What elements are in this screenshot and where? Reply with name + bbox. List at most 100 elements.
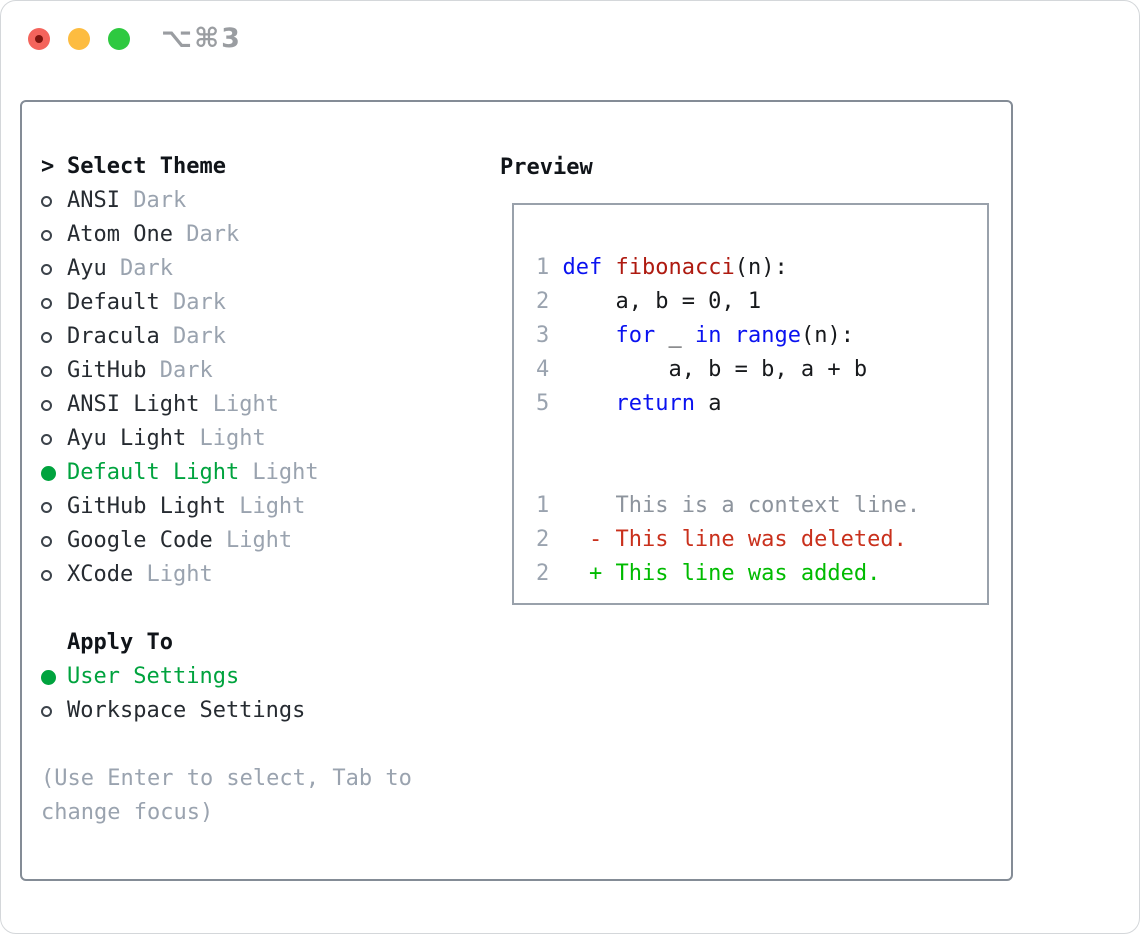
preview-line: [536, 455, 987, 489]
title-bar: ⌥⌘3: [1, 1, 1139, 77]
theme-item-default-light[interactable]: Default Light Light: [41, 456, 471, 490]
code-token: range: [734, 323, 801, 348]
theme-item-ayu[interactable]: Ayu Dark: [41, 252, 471, 286]
item-label: ANSI: [67, 188, 120, 213]
spacer: [41, 592, 471, 626]
theme-item-xcode[interactable]: XCode Light: [41, 558, 471, 592]
code-token: (n):: [800, 323, 854, 348]
line-number: 1: [536, 493, 550, 518]
item-label: Dracula: [67, 324, 160, 349]
theme-item-dracula[interactable]: Dracula Dark: [41, 320, 471, 354]
apply-option-workspace-settings[interactable]: Workspace Settings: [41, 694, 471, 728]
preview-line: 5 return a: [536, 387, 987, 421]
focus-chevron-icon: >: [41, 154, 55, 179]
item-variant-label: Light: [212, 528, 293, 553]
item-variant-label: Light: [239, 460, 319, 485]
theme-item-github-light[interactable]: GitHub Light Light: [41, 490, 471, 524]
item-label: Ayu Light: [67, 426, 187, 451]
item-variant-label: Light: [199, 392, 279, 417]
zoom-button[interactable]: [108, 28, 130, 50]
help-text-line-1: (Use Enter to select, Tab to: [41, 766, 412, 791]
code-token: return: [615, 391, 695, 416]
line-number: 2: [536, 289, 550, 314]
theme-item-github[interactable]: GitHub Dark: [41, 354, 471, 388]
code-token: + This line was added.: [562, 561, 881, 586]
item-label: Default Light: [67, 460, 240, 485]
code-token: [721, 323, 734, 348]
code-token: a: [694, 391, 722, 416]
code-token: This is a context line.: [562, 493, 921, 518]
radio-selected-icon: [41, 465, 67, 481]
radio-icon: [41, 195, 67, 207]
apply-to-heading-label: Apply To: [67, 630, 173, 655]
item-label: User Settings: [67, 664, 240, 689]
radio-icon: [41, 501, 67, 513]
line-number: 2: [536, 561, 550, 586]
radio-icon: [41, 331, 67, 343]
code-token: [562, 391, 615, 416]
radio-icon: [41, 297, 67, 309]
line-number: 1: [536, 255, 550, 280]
item-variant-label: Dark: [119, 188, 187, 213]
code-token: for: [615, 323, 656, 348]
item-label: Ayu: [67, 256, 107, 281]
apply-option-user-settings[interactable]: User Settings: [41, 660, 471, 694]
window-title: ⌥⌘3: [161, 23, 242, 54]
code-token: fibonacci: [615, 255, 735, 280]
item-label: Google Code: [67, 528, 213, 553]
theme-item-atom-one[interactable]: Atom One Dark: [41, 218, 471, 252]
preview-line: 1 def fibonacci(n):: [536, 251, 987, 285]
item-label: ANSI Light: [67, 392, 200, 417]
code-token: def: [562, 255, 603, 280]
minimize-button[interactable]: [68, 28, 90, 50]
help-text-line-2: change focus): [41, 800, 214, 825]
radio-icon: [41, 229, 67, 241]
line-number: 2: [536, 527, 550, 552]
item-variant-label: Dark: [172, 222, 240, 247]
radio-icon: [41, 433, 67, 445]
code-token: a, b = 0, 1: [562, 289, 762, 314]
select-theme-heading-label: Select Theme: [67, 154, 226, 179]
code-token: (n):: [734, 255, 788, 280]
preview-line: 1 This is a context line.: [536, 489, 987, 523]
code-token: a, b = b, a + b: [562, 357, 868, 382]
item-label: GitHub Light: [67, 494, 226, 519]
item-label: Workspace Settings: [67, 698, 306, 723]
theme-item-google-code[interactable]: Google Code Light: [41, 524, 471, 558]
theme-item-ansi[interactable]: ANSI Dark: [41, 184, 471, 218]
item-variant-label: Dark: [146, 358, 213, 383]
theme-item-ayu-light[interactable]: Ayu Light Light: [41, 422, 471, 456]
spacer: [41, 728, 471, 762]
item-label: Default: [67, 290, 160, 315]
code-token: [602, 255, 615, 280]
preview-line: 2 + This line was added.: [536, 557, 987, 591]
apply-to-heading: Apply To: [41, 626, 471, 660]
item-label: XCode: [67, 562, 134, 587]
item-label: Atom One: [67, 222, 173, 247]
radio-icon: [41, 705, 67, 717]
radio-icon: [41, 399, 67, 411]
line-number: 5: [536, 391, 550, 416]
theme-item-ansi-light[interactable]: ANSI Light Light: [41, 388, 471, 422]
radio-icon: [41, 535, 67, 547]
preview-heading: Preview: [500, 155, 593, 180]
item-variant-label: Light: [133, 562, 213, 587]
code-token: - This line was deleted.: [562, 527, 907, 552]
code-token: [562, 323, 615, 348]
preview-line: 4 a, b = b, a + b: [536, 353, 987, 387]
preview-line: 2 - This line was deleted.: [536, 523, 987, 557]
radio-selected-icon: [41, 669, 67, 685]
line-number: 3: [536, 323, 550, 348]
radio-icon: [41, 263, 67, 275]
theme-item-default[interactable]: Default Dark: [41, 286, 471, 320]
preview-line: 3 for _ in range(n):: [536, 319, 987, 353]
item-variant-label: Dark: [159, 290, 226, 315]
radio-icon: [41, 569, 67, 581]
close-button[interactable]: [28, 28, 50, 50]
